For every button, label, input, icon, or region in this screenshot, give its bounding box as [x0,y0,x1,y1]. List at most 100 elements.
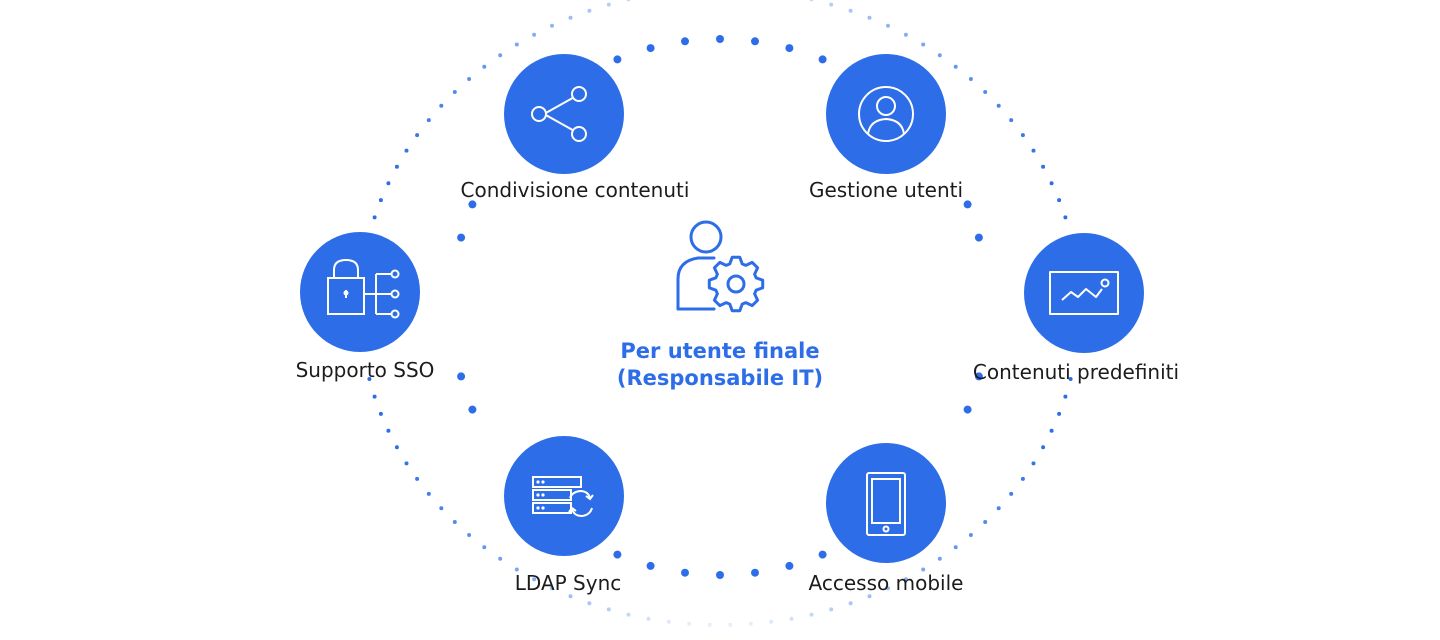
feature-node-sso-support [300,232,420,352]
outer-ring-dot [886,23,890,28]
outer-ring-dot [996,103,1001,108]
inner-ring-dot [751,568,759,577]
outer-ring-dot [1020,476,1025,481]
outer-ring-dot [867,15,872,20]
outer-ring-dot [1049,181,1054,186]
outer-ring-dot [498,53,503,58]
outer-ring-dot [426,491,431,496]
outer-ring-dot [1063,215,1068,220]
outer-ring-dot [386,181,391,186]
outer-ring-dot [921,42,926,47]
inner-ring-dot [974,233,983,242]
tablet-icon [866,472,906,536]
outer-ring-dot [439,103,444,108]
outer-ring-dot [514,42,519,47]
center-title: Per utente finale (Responsabile IT) [617,338,823,392]
gear-shape [707,255,765,313]
outer-ring-dot [467,533,472,537]
outer-ring-dot [378,198,383,203]
inner-ring-dot [974,372,983,381]
outer-ring-dot [467,77,472,81]
outer-ring-dot [1031,148,1036,153]
outer-ring-dot [394,445,399,450]
share-icon [531,86,587,142]
feature-node-predefined-content [1024,233,1144,353]
outer-ring-dot [728,622,733,627]
outer-ring-dot [809,612,814,617]
inner-ring-dot [818,55,827,64]
inner-ring-dot [963,200,972,209]
inner-ring-dot [613,550,622,559]
outer-ring-dot [1063,394,1068,399]
outer-ring-dot [983,520,988,524]
outer-ring-dot [452,90,457,94]
outer-ring-dot [482,545,487,550]
outer-ring-dot [514,567,519,572]
outer-ring-dot [415,476,420,481]
admin-gear-icon [676,220,765,313]
outer-ring-dot [769,619,774,624]
outer-ring-dot [848,8,853,13]
feature-label-ldap-sync: LDAP Sync [514,571,622,595]
inner-ring-dot [963,405,972,414]
feature-label-user-management: Gestione utenti [808,178,964,202]
inner-ring-dot [457,372,466,381]
outer-ring-dot [482,64,487,69]
outer-ring-dot [937,556,942,561]
server-sync-icon [532,476,594,518]
user-profile-icon [858,86,914,142]
outer-ring-dot [968,77,973,81]
center-title-line1: Per utente finale [620,339,820,363]
feature-node-mobile-access [826,443,946,563]
outer-ring-dot [1057,198,1062,203]
outer-ring-dot [404,148,409,153]
outer-ring-dot [1031,461,1036,466]
outer-ring-dot [1049,428,1054,433]
lock-network-icon [327,258,400,319]
outer-ring-dot [983,90,988,94]
outer-ring-dot [386,428,391,433]
outer-ring-dot [1068,377,1073,381]
inner-ring-dot [646,44,655,53]
inner-ring-dot [716,35,724,43]
outer-ring-dot [937,53,942,58]
outer-ring-dot [1009,118,1014,123]
outer-ring-dot [646,616,651,621]
outer-ring-dot [587,601,592,606]
outer-ring-dot [394,164,399,169]
outer-ring-dot [439,506,444,511]
outer-ring-dot [1020,133,1025,138]
outer-ring-dot [666,619,671,624]
outer-ring-dot [1041,445,1046,450]
outer-ring-dot [886,586,890,591]
outer-ring-dot [452,520,457,524]
outer-ring-dot [532,577,537,582]
inner-ring-dot [716,571,724,579]
inner-ring-dot [681,37,689,46]
feature-node-user-management [826,54,946,174]
outer-ring-dot [626,612,631,617]
outer-ring-dot [626,0,631,2]
feature-label-mobile-access: Accesso mobile [808,571,964,595]
feature-label-sso-support: Supporto SSO [295,358,435,382]
feature-label-predefined-content: Contenuti predefiniti [972,360,1180,384]
inner-ring-dot [468,200,477,209]
outer-ring-dot [1009,491,1014,496]
outer-ring-dot [550,586,554,591]
outer-ring-dot [372,394,377,399]
inner-ring-dot [751,37,759,46]
outer-ring-dot [372,215,377,220]
inner-ring-dot [646,561,655,570]
outer-ring-dot [1041,164,1046,169]
chart-picture-icon [1049,271,1119,315]
feature-label-content-sharing: Condivisione contenuti [460,178,690,202]
outer-ring-dot [606,607,611,612]
outer-ring-dot [415,133,420,138]
outer-ring-dot [378,411,383,416]
outer-ring-dot [550,23,554,28]
outer-ring-dot [1057,411,1062,416]
outer-ring-dot [848,601,853,606]
outer-ring-dot [498,556,503,561]
outer-ring-dot [953,64,958,69]
